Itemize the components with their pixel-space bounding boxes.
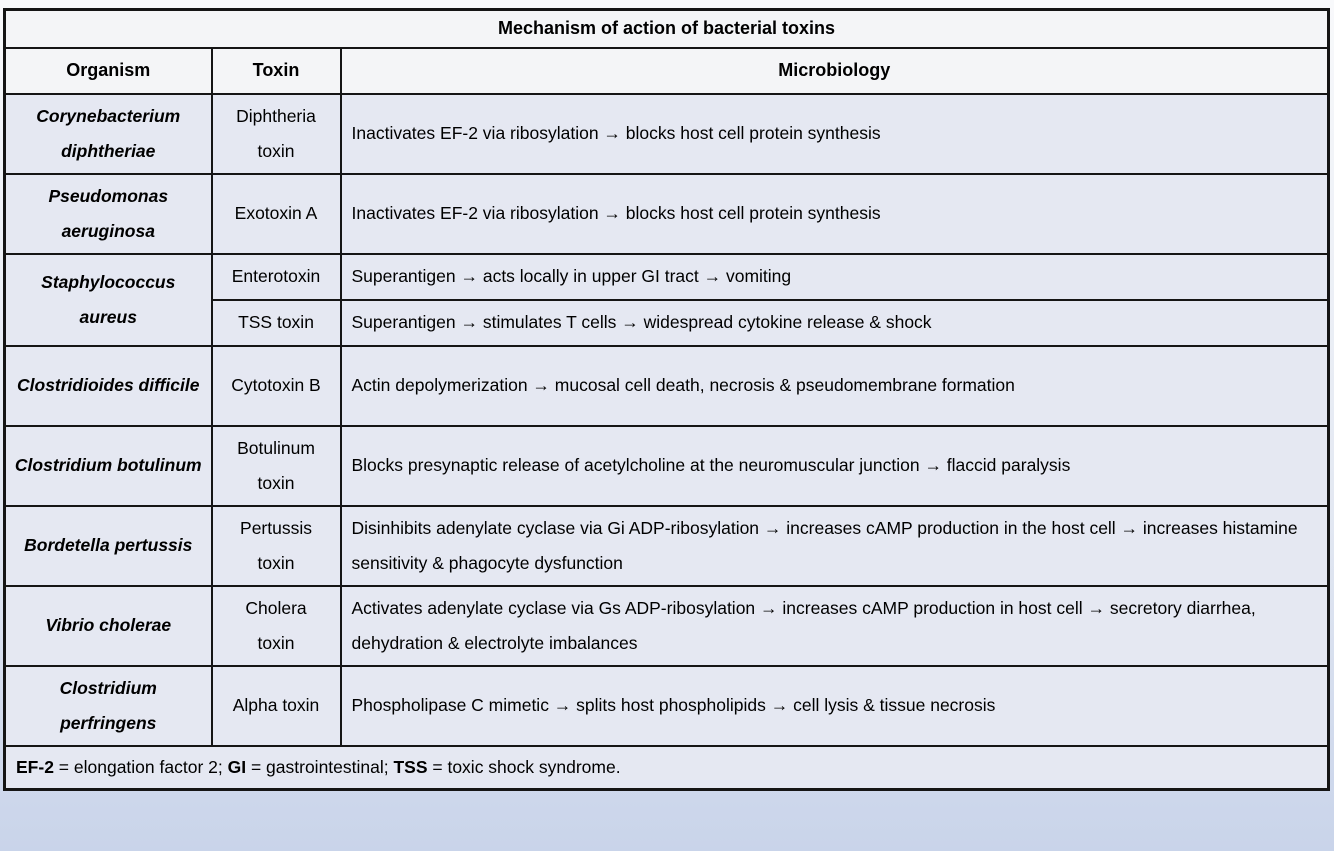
organism-cell: Vibrio cholerae [3,584,213,667]
footnote-abbreviation: GI [227,757,247,778]
toxin-cell: Diphtheria toxin [210,92,342,175]
microbiology-cell: Disinhibits adenylate cyclase via Gi ADP… [339,504,1330,587]
column-header-microbiology: Microbiology [339,46,1330,95]
microbiology-cell: Inactivates EF-2 via ribosylation → bloc… [339,172,1330,255]
toxin-cell: Alpha toxin [210,664,342,747]
organism-cell: Clostridioides difficile [3,344,213,427]
organism-cell: Bordetella pertussis [3,504,213,587]
toxin-cell: Cholera toxin [210,584,342,667]
column-header-organism: Organism [3,46,213,95]
microbiology-cell: Phospholipase C mimetic → splits host ph… [339,664,1330,747]
organism-cell: Corynebacterium diphtheriae [3,92,213,175]
toxin-cell: Botulinum toxin [210,424,342,507]
organism-cell: Staphylococcus aureus [3,252,213,347]
table-title-row: Mechanism of action of bacterial toxins [3,8,1330,49]
footnote: EF-2 = elongation factor 2; GI = gastroi… [3,744,1330,791]
footnote-text: = toxic shock syndrome. [427,757,621,778]
footnote-row: EF-2 = elongation factor 2; GI = gastroi… [3,744,1330,791]
toxin-cell: TSS toxin [210,298,342,347]
microbiology-cell: Inactivates EF-2 via ribosylation → bloc… [339,92,1330,175]
organism-cell: Clostridium perfringens [3,664,213,747]
microbiology-cell: Activates adenylate cyclase via Gs ADP-r… [339,584,1330,667]
microbiology-cell: Actin depolymerization → mucosal cell de… [339,344,1330,427]
organism-cell: Clostridium botulinum [3,424,213,507]
table-header-row: Organism Toxin Microbiology [3,46,1330,95]
bacterial-toxins-table: Mechanism of action of bacterial toxins … [3,8,1330,791]
column-header-toxin: Toxin [210,46,342,95]
footnote-abbreviation: TSS [393,757,428,778]
microbiology-cell: Blocks presynaptic release of acetylchol… [339,424,1330,507]
footnote-abbreviation: EF-2 [16,757,54,778]
toxin-cell: Pertussis toxin [210,504,342,587]
table-title: Mechanism of action of bacterial toxins [3,8,1330,49]
microbiology-cell: Superantigen → stimulates T cells → wide… [339,298,1330,347]
microbiology-cell: Superantigen → acts locally in upper GI … [339,252,1330,301]
organism-cell: Pseudomonas aeruginosa [3,172,213,255]
toxin-cell: Exotoxin A [210,172,342,255]
footnote-text: = elongation factor 2; [53,757,228,778]
footnote-text: = gastrointestinal; [246,757,394,778]
toxin-cell: Enterotoxin [210,252,342,301]
toxin-cell: Cytotoxin B [210,344,342,427]
